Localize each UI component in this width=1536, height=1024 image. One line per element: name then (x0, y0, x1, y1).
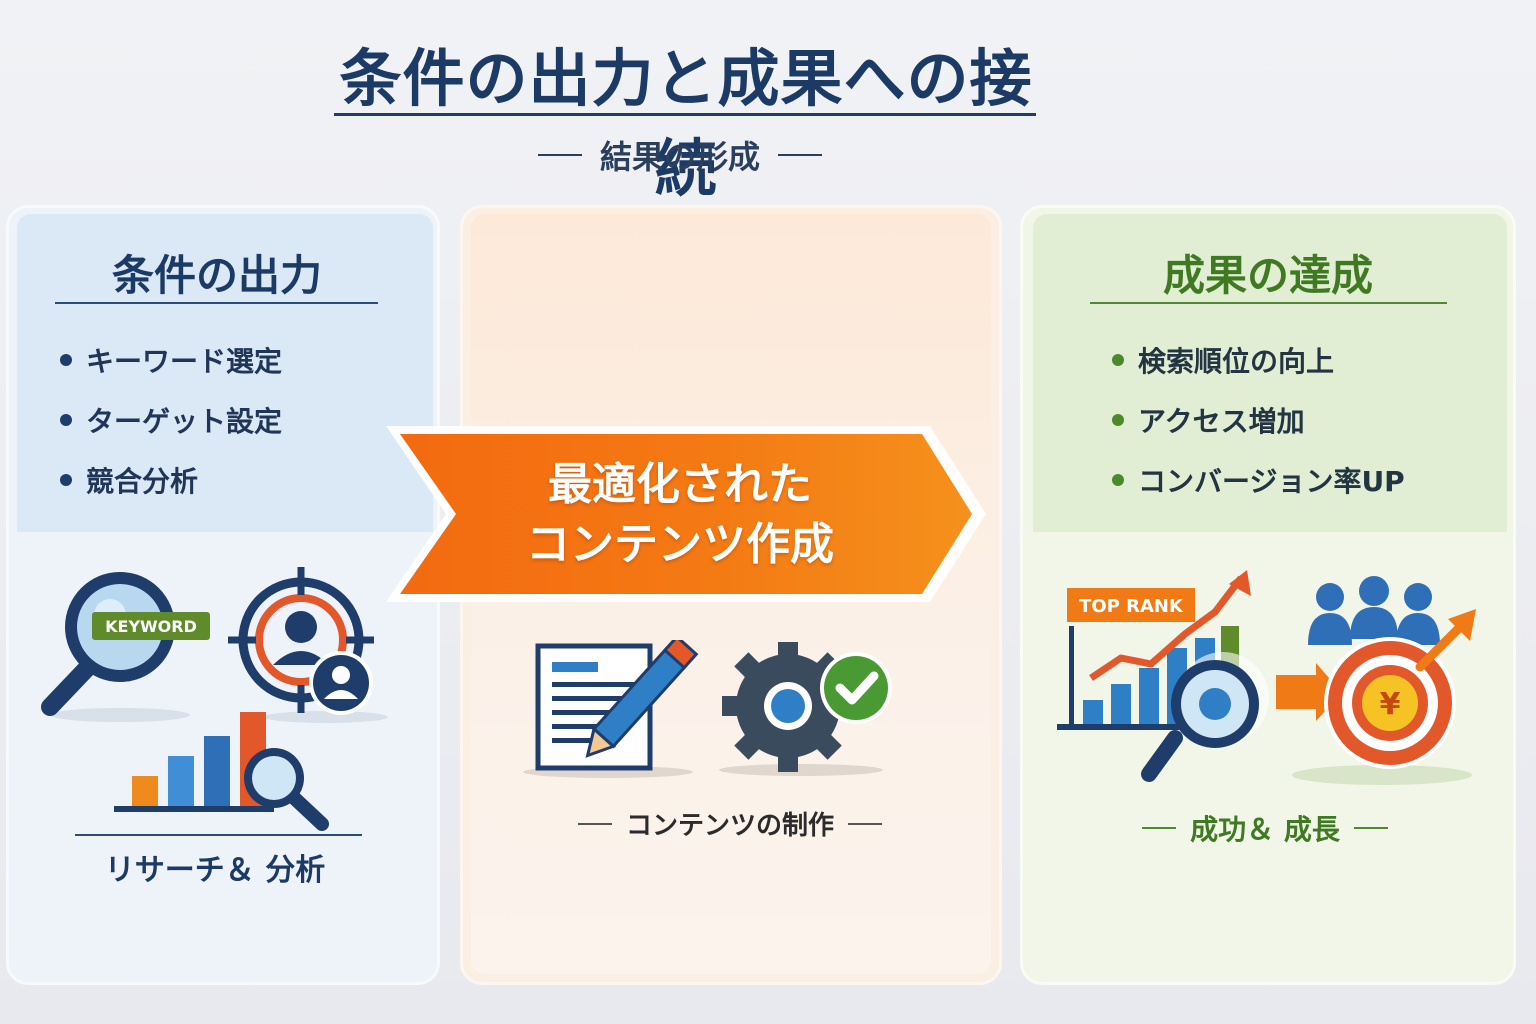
page-subtitle: 結果の形成 (520, 130, 840, 180)
results-footer-dash-right (1353, 827, 1388, 829)
document-pencil-icon (523, 640, 699, 778)
target-user-icon (228, 567, 388, 723)
users-target-yen-icon: ¥ (1276, 576, 1476, 785)
yen-symbol: ¥ (1380, 687, 1401, 722)
content-footer-dash-right (848, 822, 882, 825)
list-item: コンバージョン率UP (1112, 450, 1405, 510)
research-footer-rule (75, 834, 362, 836)
subtitle-dash-right (778, 154, 822, 156)
content-footer: コンテンツの制作 (540, 805, 920, 842)
title-underline (334, 113, 1036, 116)
optimized-content-arrow (386, 426, 986, 602)
magnifier-keyword-icon: KEYWORD (41, 572, 210, 722)
conditions-heading-rule (55, 302, 378, 304)
rank-chart-icon: TOP RANK (1057, 570, 1269, 782)
subtitle-text: 結果の形成 (599, 138, 760, 176)
list-item: キーワード選定 (60, 330, 282, 390)
results-footer-text: 成功＆ 成長 (1190, 813, 1340, 846)
subtitle-dash-left (537, 154, 582, 156)
keyword-tag-text: KEYWORD (105, 617, 197, 636)
rank-tag-text: TOP RANK (1079, 596, 1184, 617)
conditions-heading: 条件の出力 (111, 251, 322, 300)
list-item: 競合分析 (60, 450, 282, 510)
content-footer-dash-left (577, 822, 612, 825)
results-footer-dash-left (1142, 827, 1177, 829)
list-item: ターゲット設定 (60, 390, 282, 450)
page-title: 条件の出力と成果への接続 (339, 42, 1033, 205)
arrow-label: 最適化された コンテンツ作成 (470, 455, 890, 575)
gear-check-icon (719, 642, 892, 776)
conditions-list: キーワード選定 ターゲット設定 競合分析 (60, 330, 282, 510)
results-list: 検索順位の向上 アクセス増加 コンバージョン率UP (1112, 330, 1405, 510)
results-heading: 成果の達成 (1162, 251, 1373, 300)
list-item: 検索順位の向上 (1112, 330, 1405, 390)
content-footer-text: コンテンツの制作 (625, 811, 834, 841)
list-item: アクセス増加 (1112, 390, 1405, 450)
bar-chart-search-icon (114, 712, 329, 831)
results-footer: 成功＆ 成長 (1120, 808, 1410, 848)
research-footer: リサーチ＆ 分析 (104, 853, 326, 888)
results-heading-rule (1090, 302, 1447, 304)
arrow-label-line2: コンテンツ作成 (526, 519, 834, 570)
arrow-label-line1: 最適化された (548, 459, 812, 510)
